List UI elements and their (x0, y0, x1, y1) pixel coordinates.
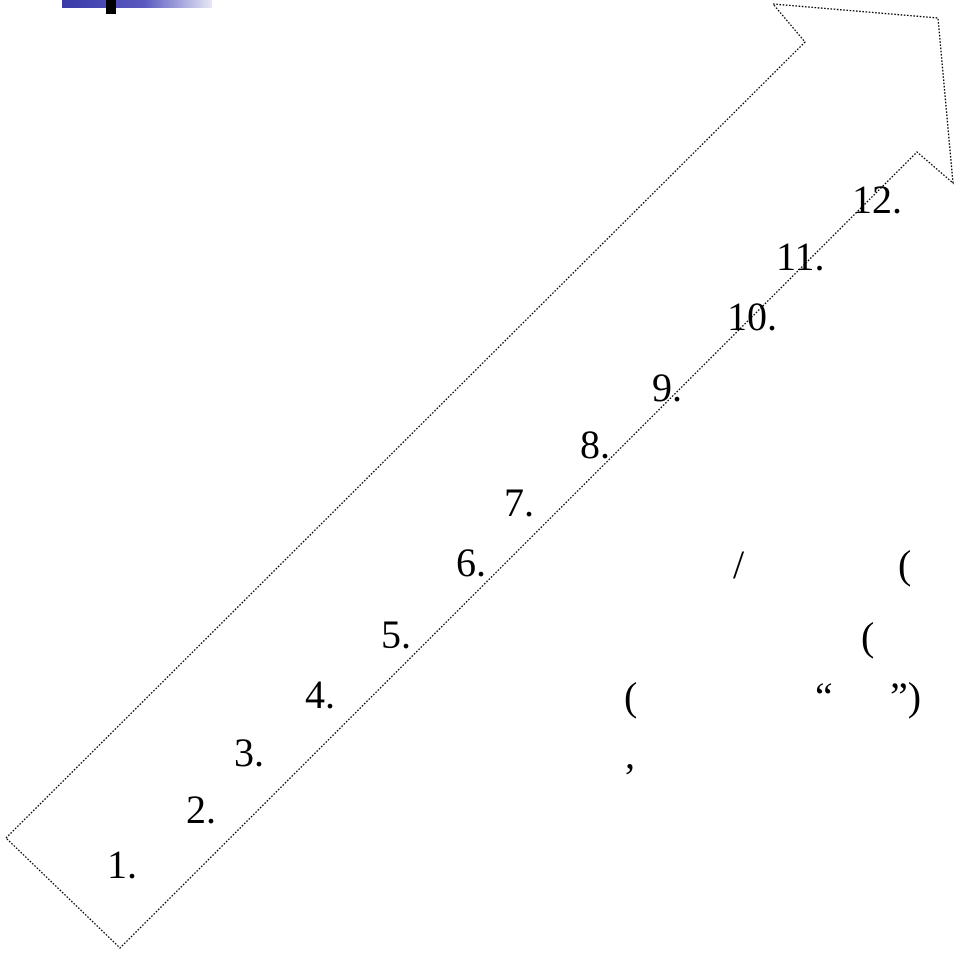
step-6-label: 6. (456, 540, 486, 585)
step-4-label: 4. (305, 672, 335, 717)
step-3-label: 3. (234, 730, 264, 775)
step-1-label: 1. (107, 842, 137, 887)
comma-fragment: , (625, 732, 635, 777)
arrow-outline (5, 3, 954, 949)
step-10-label: 10. (727, 294, 777, 339)
step-8-label: 8. (580, 422, 610, 467)
paren-fragment-row4: ( (624, 674, 638, 719)
step-2-label: 2. (186, 787, 216, 832)
step-11-label: 11. (776, 234, 825, 279)
open-quote-fragment: “ (815, 674, 833, 719)
step-9-label: 9. (652, 365, 682, 410)
slide-title-bar-fragment (62, 0, 212, 8)
close-quote-fragment: ”) (890, 674, 922, 719)
title-bar-marker (106, 0, 116, 14)
step-12-label: 12. (852, 177, 902, 222)
paren-fragment-row5: ( (861, 614, 875, 659)
slash-fragment: / (733, 542, 745, 587)
step-5-label: 5. (381, 612, 411, 657)
step-7-label: 7. (504, 480, 534, 525)
paren-fragment-row6: ( (898, 542, 912, 587)
